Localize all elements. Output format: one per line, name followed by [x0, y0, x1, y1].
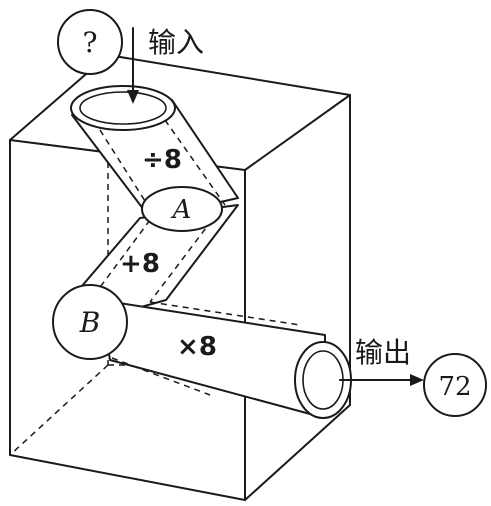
output-label: 输出	[355, 336, 411, 369]
node-a: A	[141, 186, 223, 232]
op-multiply-label: ×8	[177, 332, 217, 362]
input-label: 输入	[148, 26, 204, 59]
node-b: B	[52, 284, 128, 360]
output-value-node: 72	[423, 353, 487, 417]
node-b-label: B	[79, 306, 101, 339]
pipe-input-opening	[70, 85, 176, 131]
output-arrow-icon	[339, 374, 424, 386]
input-arrow-icon	[127, 27, 139, 104]
input-value-label: ?	[82, 26, 97, 59]
op-add-label: +8	[120, 249, 160, 279]
output-value-label: 72	[438, 372, 471, 402]
input-value-node: ?	[57, 9, 123, 75]
op-divide-label: ÷8	[142, 145, 182, 175]
node-a-label: A	[171, 195, 192, 225]
